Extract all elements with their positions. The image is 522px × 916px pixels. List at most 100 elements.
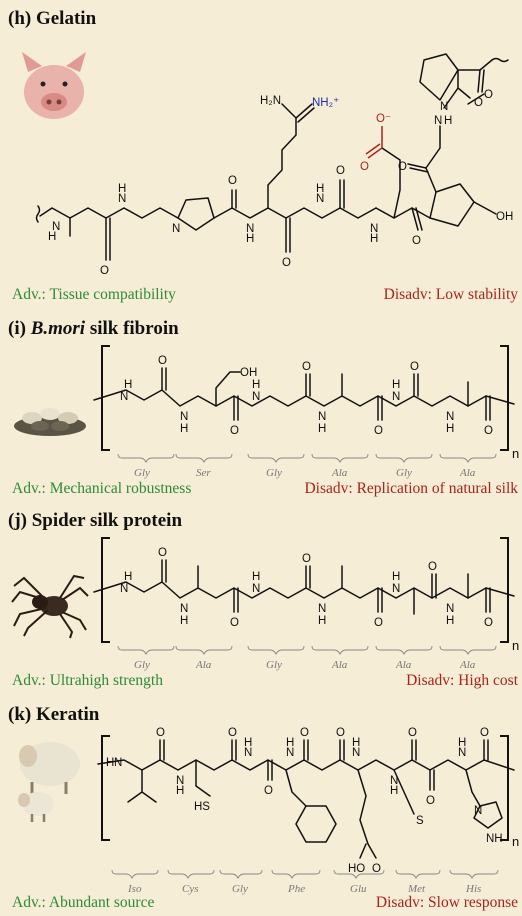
atom-label: O xyxy=(374,617,383,629)
atom-label: H xyxy=(246,233,254,245)
atom-label: N xyxy=(440,101,448,113)
repeat-subscript: n xyxy=(512,446,519,461)
atom-label: N xyxy=(352,747,360,759)
atom-label: N xyxy=(252,583,260,595)
atom-label: H xyxy=(370,233,378,245)
atom-label: O⁻ xyxy=(376,113,391,125)
atom-label: H xyxy=(446,423,454,435)
gelatin-structure: N H O N H N O N H O N H O N H O OH H₂N N… xyxy=(35,53,513,277)
atom-label: N xyxy=(316,193,324,205)
residue-label: His xyxy=(465,883,481,895)
residue-label: Ala xyxy=(395,659,412,671)
residue-label: Ala xyxy=(331,467,348,479)
atom-label: H xyxy=(118,183,126,195)
atom-label: NH₂⁺ xyxy=(312,97,339,109)
atom-label: N xyxy=(458,747,466,759)
atom-label: N xyxy=(434,115,442,127)
atom-label: N xyxy=(252,391,260,403)
atom-label: N xyxy=(286,747,294,759)
atom-label: H xyxy=(252,571,260,583)
disadvantage-text: Disadv: High cost xyxy=(406,672,518,689)
atom-label: H xyxy=(176,785,184,797)
atom-label: H xyxy=(352,737,360,749)
atom-label: O xyxy=(156,727,165,739)
advantage-text: Adv.: Abundant source xyxy=(12,894,155,911)
residue-label: Phe xyxy=(287,883,305,895)
residue-label: Gly xyxy=(134,659,150,671)
atom-label: O xyxy=(282,257,291,269)
residue-label: Ala xyxy=(331,659,348,671)
atom-label: N xyxy=(318,603,326,615)
residue-label: Ala xyxy=(459,467,476,479)
panel-title-silk-fibroin: (i) B.mori silk fibroin xyxy=(8,318,179,340)
atom-label: O xyxy=(230,425,239,437)
atom-label: O xyxy=(302,361,311,373)
repeat-subscript: n xyxy=(512,638,519,653)
atom-label: N xyxy=(114,757,122,769)
atom-label: O xyxy=(158,547,167,559)
atom-label: H xyxy=(124,379,132,391)
atom-label: H xyxy=(390,785,398,797)
atom-label: HO xyxy=(348,863,365,875)
atom-label: O xyxy=(228,727,237,739)
atom-label: HS xyxy=(194,801,210,813)
atom-label: N xyxy=(318,411,326,423)
panel-keratin: (k) Keratin xyxy=(0,700,522,916)
atom-label: N xyxy=(118,193,126,205)
atom-label: O xyxy=(426,795,435,807)
residue-label: Gly xyxy=(266,467,282,479)
silkworm-cocoon-icon xyxy=(14,408,86,436)
panel-gelatin: (h) Gelatin xyxy=(0,0,522,310)
atom-label: O xyxy=(336,727,345,739)
panel-spider-silk: (j) Spider silk protein H N O N H xyxy=(0,506,522,696)
atom-label: N xyxy=(52,221,60,233)
atom-label: OH xyxy=(240,367,257,379)
atom-label: O xyxy=(428,561,437,573)
atom-label: O xyxy=(484,617,493,629)
atom-label: N xyxy=(392,391,400,403)
atom-label: O xyxy=(408,727,417,739)
advantage-text: Adv.: Mechanical robustness xyxy=(12,480,192,497)
atom-label: N xyxy=(446,603,454,615)
residue-label: Ala xyxy=(459,659,476,671)
atom-label: NH xyxy=(486,833,503,845)
atom-label: H xyxy=(286,737,294,749)
sheep-icon xyxy=(18,742,80,822)
advantage-text: Adv.: Tissue compatibility xyxy=(12,286,176,303)
panel-title-spider-silk: (j) Spider silk protein xyxy=(8,510,183,531)
residue-label: Cys xyxy=(182,883,199,895)
atom-label: O xyxy=(484,89,493,101)
residue-label: Gly xyxy=(134,467,150,479)
atom-label: O xyxy=(336,165,345,177)
pig-icon xyxy=(22,52,86,119)
atom-label: H xyxy=(124,571,132,583)
atom-label: N xyxy=(180,603,188,615)
atom-label: N xyxy=(392,583,400,595)
atom-label: H xyxy=(444,115,452,127)
atom-label: H₂N xyxy=(260,95,281,107)
disadvantage-text: Disadv: Replication of natural silk xyxy=(304,480,518,497)
title-species: B.mori xyxy=(30,318,86,339)
atom-label: O xyxy=(474,97,483,109)
residue-label: Gly xyxy=(232,883,248,895)
disadvantage-text: Disadv: Slow response xyxy=(375,894,518,911)
atom-label: S xyxy=(416,815,424,827)
atom-label: N xyxy=(370,223,378,235)
atom-label: H xyxy=(458,737,466,749)
atom-label: O xyxy=(264,785,273,797)
disadvantage-text: Disadv: Low stability xyxy=(383,286,518,303)
panel-title-gelatin: (h) Gelatin xyxy=(8,8,97,29)
panel-silk-fibroin: (i) B.mori silk fibroin H N O xyxy=(0,314,522,504)
atom-label: N xyxy=(244,747,252,759)
atom-label: N xyxy=(246,223,254,235)
atom-label: N xyxy=(446,411,454,423)
atom-label: N xyxy=(172,223,180,235)
atom-label: H xyxy=(48,231,56,243)
atom-label: H xyxy=(392,379,400,391)
atom-label: O xyxy=(398,161,407,173)
atom-label: O xyxy=(374,425,383,437)
atom-label: H xyxy=(180,423,188,435)
atom-label: H xyxy=(318,423,326,435)
atom-label: OH xyxy=(496,211,513,223)
